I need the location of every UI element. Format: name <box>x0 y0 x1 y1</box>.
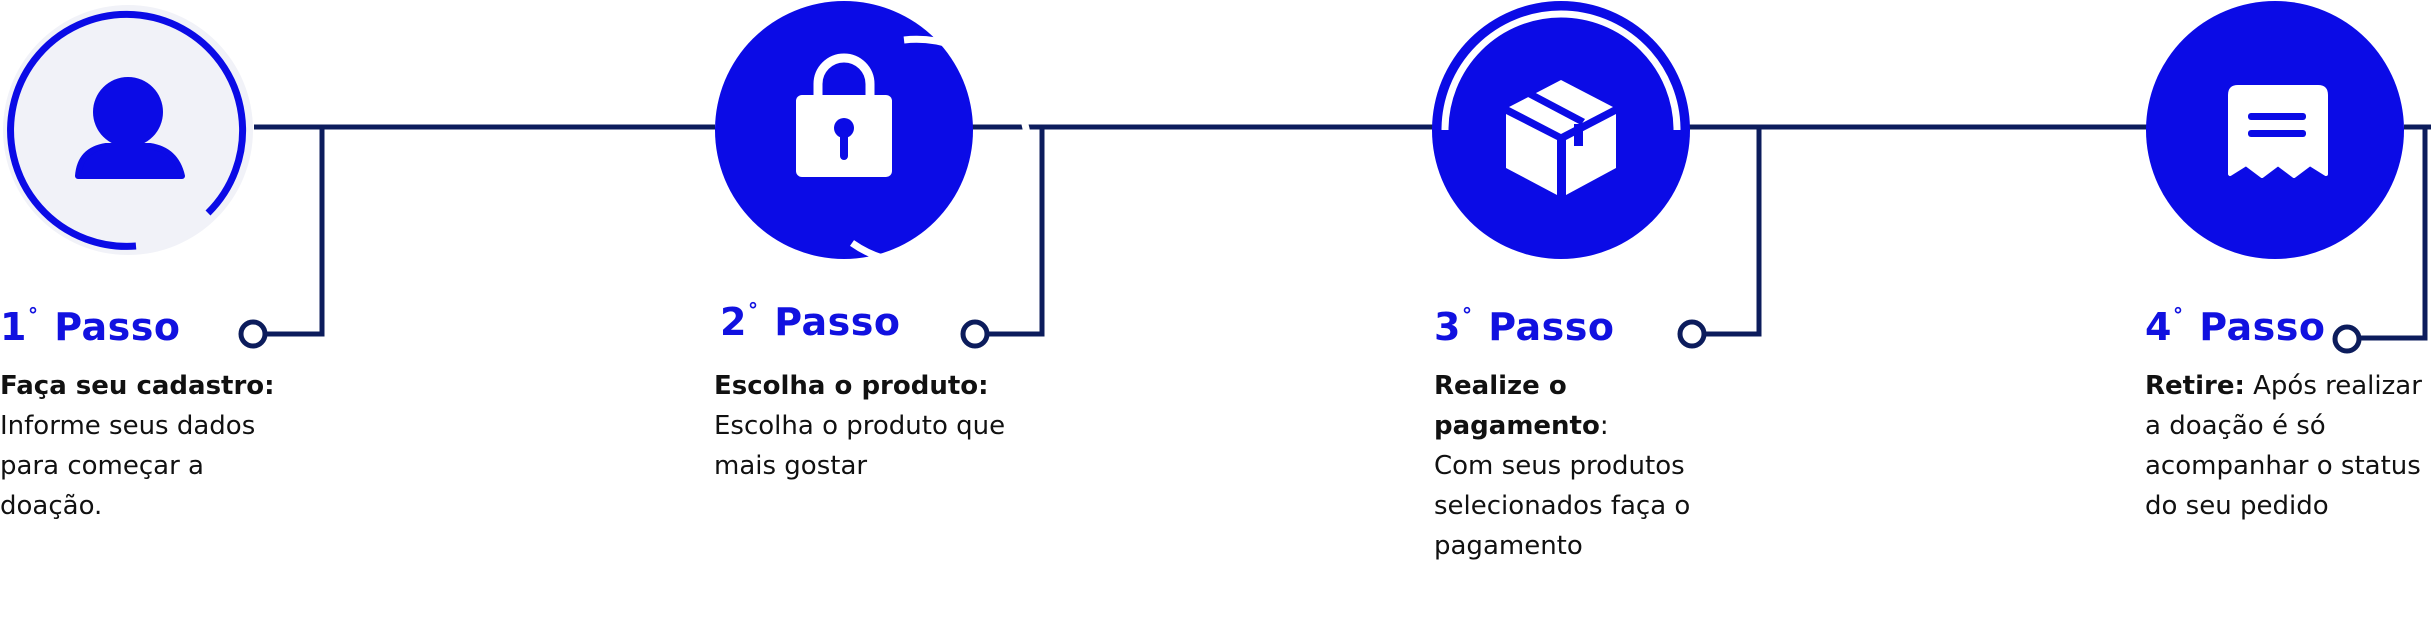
step-4-title: 4° Passo <box>2145 303 2326 349</box>
step-1-branch <box>266 127 325 337</box>
step-4: 4° Passo Retire: Após realizar a doação … <box>2145 0 2431 621</box>
step-1-endpoint <box>238 319 268 349</box>
step-4-description: Retire: Após realizar a doação é só acom… <box>2145 366 2425 526</box>
step-2-description: Escolha o produto: Escolha o produto que … <box>714 366 1034 486</box>
step-1: 1° Passo Faça seu cadastro: Informe seus … <box>0 0 400 621</box>
step-4-endpoint <box>2332 324 2362 354</box>
step-3: 3° Passo Realize o pagamento: Com seus pr… <box>1434 0 1834 621</box>
step-3-title: 3° Passo <box>1434 303 1615 349</box>
step-2-circle <box>715 1 1032 267</box>
step-3-heading-suffix: : <box>1599 411 1609 441</box>
step-2-branch <box>988 127 1045 337</box>
step-1-body: Informe seus dados para começar a doação… <box>0 411 256 521</box>
timeline-connectors <box>254 124 2431 341</box>
step-4-body: Após realizar a doação é só acompanhar o… <box>2145 371 2422 521</box>
step-3-description: Realize o pagamento: Com seus produtos se… <box>1434 366 1744 566</box>
step-4-circle <box>2146 1 2404 259</box>
package-icon <box>1506 80 1616 195</box>
step-2-endpoint <box>960 319 990 349</box>
step-1-title: 1° Passo <box>0 303 181 349</box>
step-2-title: 2° Passo <box>720 298 901 344</box>
step-2: 2° Passo Escolha o produto:Escolha o pro… <box>714 0 1114 621</box>
step-3-endpoint <box>1677 319 1707 349</box>
user-icon <box>75 77 185 179</box>
step-4-branch <box>2360 127 2428 341</box>
step-4-heading: Retire: <box>2145 371 2245 401</box>
step-3-branch <box>1704 127 1762 337</box>
branch-endpoints <box>238 319 2362 354</box>
step-2-heading: Escolha o produto: <box>714 371 989 401</box>
receipt-icon <box>2228 85 2328 178</box>
step-3-body: Com seus produtos selecionados faça o pa… <box>1434 451 1691 561</box>
lock-icon <box>796 53 892 177</box>
step-2-body: Escolha o produto que mais gostar <box>714 411 1006 481</box>
step-1-description: Faça seu cadastro: Informe seus dados par… <box>0 366 280 526</box>
step-3-heading: Realize o pagamento <box>1434 371 1600 441</box>
step-3-circle <box>1432 1 1690 259</box>
step-1-circle <box>3 5 253 255</box>
step-1-heading: Faça seu cadastro: <box>0 371 275 401</box>
